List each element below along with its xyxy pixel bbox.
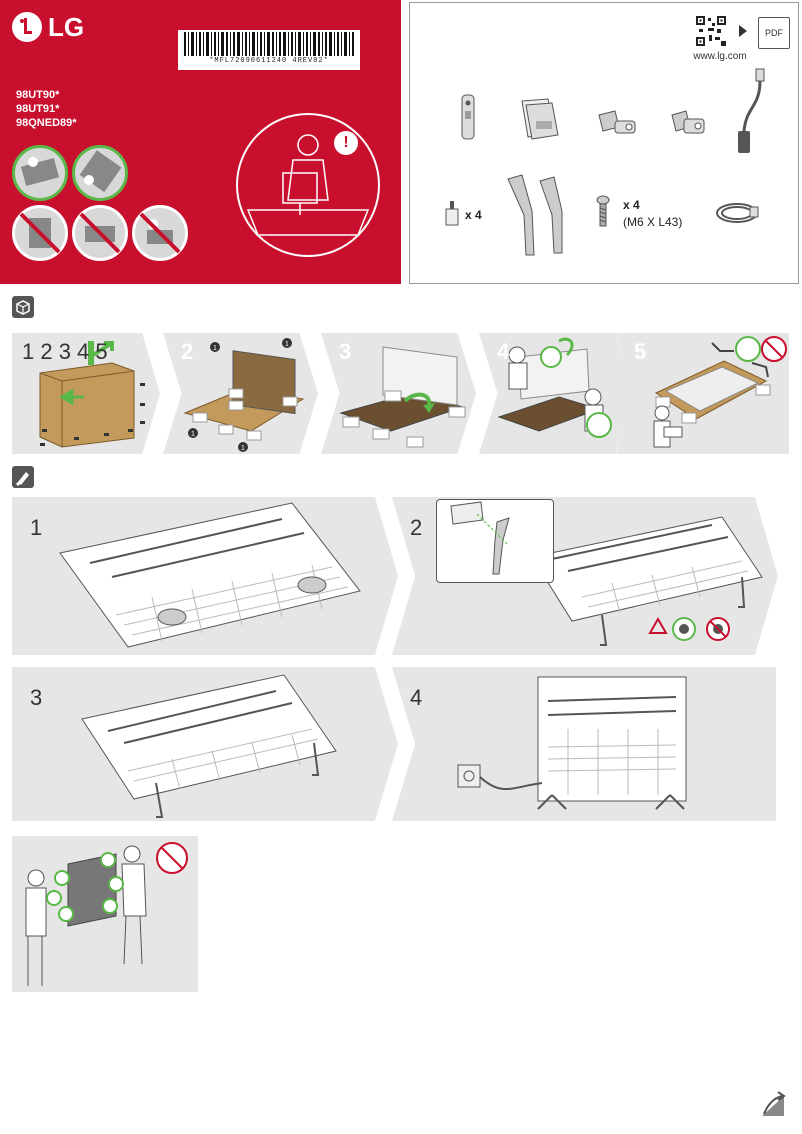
screw-icon xyxy=(596,195,610,229)
arrow-right-icon xyxy=(739,25,747,37)
qr-code-icon[interactable] xyxy=(695,15,727,47)
detail-callout xyxy=(436,499,554,583)
brush-icon xyxy=(12,466,34,488)
barcode-text: *MFL72090611240 4REV02* xyxy=(209,57,329,65)
step-number: 2 xyxy=(181,339,194,364)
step-number: 1 xyxy=(30,515,43,540)
unpack-step-3: 3 xyxy=(321,333,476,454)
spacer-icon xyxy=(442,199,462,229)
website-link[interactable]: www.lg.com xyxy=(693,51,747,62)
cable-icon xyxy=(732,67,772,157)
power-cord-icon xyxy=(714,199,760,227)
adapter-icon xyxy=(595,107,639,139)
model-number: 98QNED89* xyxy=(16,117,77,129)
barcode: *MFL72090611240 4REV02* xyxy=(178,30,360,70)
screw-qty: x 4 xyxy=(623,198,640,212)
pdf-file-icon[interactable]: PDF xyxy=(758,17,790,49)
manual-icon xyxy=(518,97,562,141)
step-number: 3 xyxy=(339,339,352,364)
lg-logo-icon xyxy=(12,12,42,42)
step-number: 4 xyxy=(410,685,423,710)
handling-ok-icon xyxy=(72,145,128,201)
two-person-lift-panel xyxy=(12,836,198,992)
handling-forbidden-icon xyxy=(132,205,188,261)
unpack-step-1: 1 2 3 4 5 xyxy=(12,333,160,454)
adapter-icon xyxy=(668,107,708,139)
box-step-labels: 1 2 3 4 5 xyxy=(22,339,108,364)
assembly-step-3: 3 xyxy=(12,667,398,821)
spacer-qty: x 4 xyxy=(465,208,482,222)
parts-panel: PDF www.lg.com x 4 x 4 (M6 X L43) xyxy=(409,2,799,284)
box-icon xyxy=(12,296,34,318)
step-number: 5 xyxy=(634,339,647,364)
step-number: 2 xyxy=(410,515,423,540)
step-number: 4 xyxy=(497,339,510,364)
svg-text:1: 1 xyxy=(285,341,289,348)
brand-name: LG xyxy=(48,12,85,42)
handling-ok-icon xyxy=(12,145,68,201)
remote-icon xyxy=(458,93,478,141)
svg-text:1: 1 xyxy=(241,445,245,452)
cover-panel: LG *MFL72090611240 4REV02* xyxy=(0,0,401,284)
svg-text:1: 1 xyxy=(191,431,195,438)
step-number: 3 xyxy=(30,685,43,710)
handling-forbidden-icon xyxy=(72,205,128,261)
model-number: 98UT91* xyxy=(16,103,60,115)
assembly-step-1: 1 xyxy=(12,497,398,655)
stand-icon xyxy=(500,171,570,261)
handling-forbidden-icon xyxy=(12,205,68,261)
unpack-step-5: 5 xyxy=(616,333,789,454)
unpack-step-4: 4 xyxy=(479,333,634,454)
model-number: 98UT90* xyxy=(16,89,60,101)
screw-spec: (M6 X L43) xyxy=(623,215,683,229)
unpack-step-2: 1 1 1 1 2 xyxy=(163,333,318,454)
page-turn-icon[interactable] xyxy=(758,1090,788,1120)
svg-text:1: 1 xyxy=(213,345,217,352)
two-person-warning-illustration: ! xyxy=(236,113,380,257)
assembly-step-2: 2 xyxy=(392,497,778,655)
assembly-step-4: 4 xyxy=(392,667,776,821)
warning-badge: ! xyxy=(334,131,358,155)
